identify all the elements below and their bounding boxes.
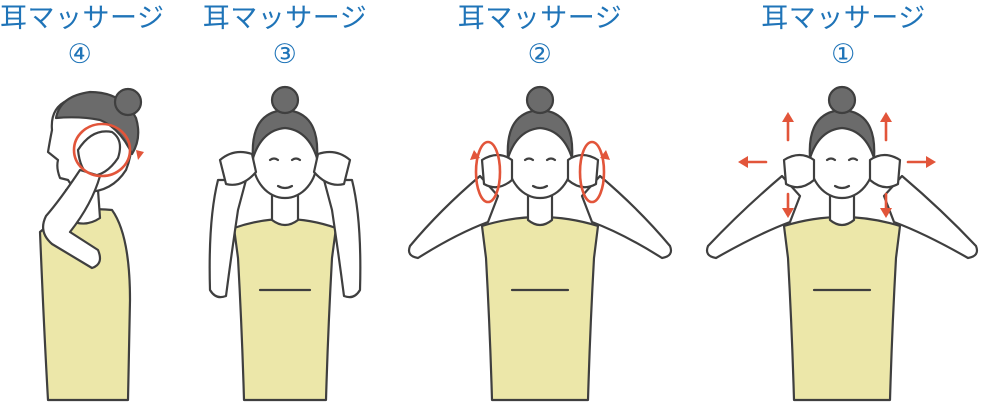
arrow-right-head — [926, 156, 936, 168]
right-hand — [314, 152, 350, 185]
left-hand — [784, 155, 814, 187]
step-3-illustration — [190, 0, 380, 408]
arrow-up-left-head — [782, 112, 794, 122]
arrow-left-head — [738, 156, 748, 168]
shirt — [234, 219, 336, 400]
step-1-illustration — [700, 0, 987, 408]
hair-bun — [527, 87, 553, 113]
rotate-arrow-head — [136, 150, 144, 160]
left-hand — [220, 152, 256, 185]
step-3-panel: 耳マッサージ ③ — [190, 0, 380, 408]
right-hand — [870, 155, 900, 187]
left-hand — [482, 155, 512, 187]
hair-bun — [829, 87, 855, 113]
step-2-panel: 耳マッサージ ② — [400, 0, 680, 408]
shirt — [784, 217, 900, 400]
hair-bun — [272, 87, 298, 113]
step-2-illustration — [400, 0, 680, 408]
arrow-up-right-head — [880, 112, 892, 122]
shirt — [482, 217, 598, 400]
right-hand — [568, 155, 598, 187]
step-4-illustration — [0, 0, 160, 408]
hair-bun — [115, 89, 141, 115]
step-1-panel: 耳マッサージ ① — [700, 0, 987, 408]
step-4-panel: 耳マッサージ ④ — [0, 0, 160, 408]
